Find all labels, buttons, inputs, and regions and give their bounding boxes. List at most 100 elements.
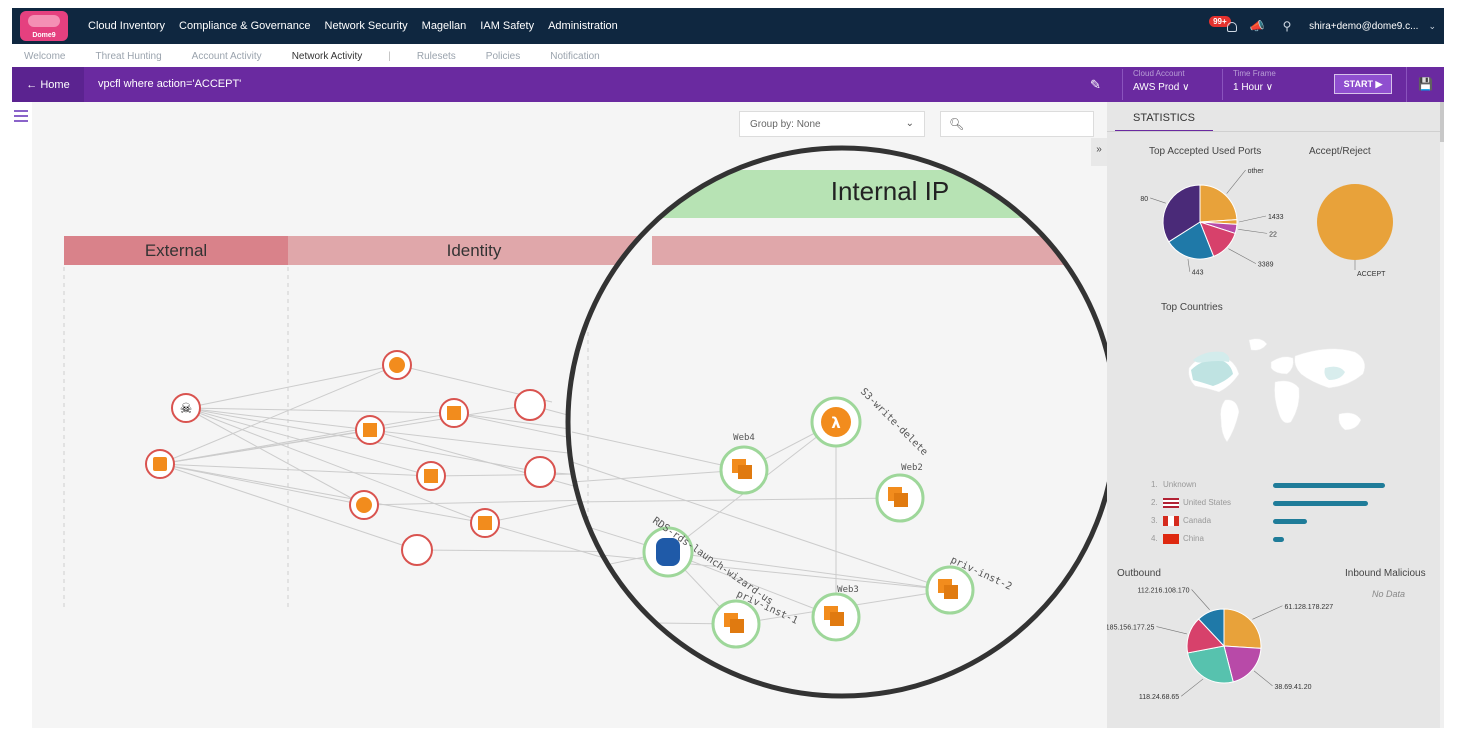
pie-label-leader — [1181, 678, 1204, 697]
zone-external-header — [64, 236, 288, 265]
pie-label: 185.156.177.25 — [1107, 625, 1155, 632]
map-united-states — [1191, 359, 1233, 386]
instance-icon — [894, 493, 908, 507]
chevron-down-icon[interactable]: ⌄ — [1428, 20, 1436, 31]
tab-account-activity[interactable]: Account Activity — [191, 50, 262, 62]
web4-label: Web4 — [733, 433, 755, 443]
inbound-no-data: No Data — [1372, 589, 1406, 599]
accept-reject-pie-chart: ACCEPT — [1317, 184, 1393, 278]
group-by-select[interactable]: Group by: None ⌄ — [739, 111, 925, 137]
logo-text: Dome9 — [32, 32, 56, 39]
org-hierarchy-icon[interactable]: ⚲ — [1282, 19, 1292, 33]
identity-node-empty[interactable] — [524, 456, 556, 488]
malicious-node[interactable] — [171, 393, 201, 423]
pie-label-leader — [1252, 605, 1283, 620]
pie-slice-61.128.178.227[interactable] — [1223, 608, 1262, 649]
instance-icon — [830, 612, 844, 626]
tab-separator: | — [388, 50, 391, 62]
tab-notification[interactable]: Notification — [550, 50, 600, 62]
instance-icon — [447, 406, 461, 420]
accept-reject-title: Accept/Reject — [1309, 146, 1371, 157]
pie-label: 80 — [1140, 196, 1148, 203]
map-china — [1324, 366, 1345, 380]
collapse-panel-button[interactable]: » — [1091, 138, 1107, 166]
cloud-account-selector[interactable]: Cloud Account AWS Prod ∨ — [1122, 69, 1222, 100]
identity-node-empty[interactable] — [401, 534, 433, 566]
magnifier-lens: Internal IP λ S3-write-delete Web4 Web2 … — [565, 145, 1107, 699]
notifications-button[interactable]: 99+ — [1209, 16, 1239, 36]
nav-compliance-governance[interactable]: Compliance & Governance — [179, 20, 311, 32]
nav-administration[interactable]: Administration — [548, 20, 618, 32]
top-right-controls: 99+ 📣 ⚲ shira+demo@dome9.c... ⌄ — [1209, 8, 1436, 44]
flag-cn-icon — [1163, 534, 1179, 544]
time-frame-label: Time Frame — [1233, 69, 1276, 78]
zone-identity-magnified — [652, 236, 1072, 265]
world-map — [1188, 338, 1365, 443]
save-icon[interactable]: 💾 — [1406, 67, 1444, 102]
country-name: China — [1183, 534, 1204, 543]
start-button[interactable]: START ▶ — [1334, 74, 1392, 94]
country-bar — [1273, 483, 1385, 488]
nav-magellan[interactable]: Magellan — [421, 20, 467, 32]
pie-label: ACCEPT — [1357, 271, 1386, 278]
tab-welcome[interactable]: Welcome — [24, 50, 66, 62]
country-row: 3.Canada — [1151, 514, 1431, 528]
time-frame-selector[interactable]: Time Frame 1 Hour ∨ — [1222, 69, 1322, 100]
country-row: 2.United States — [1151, 496, 1431, 510]
tab-rulesets[interactable]: Rulesets — [416, 50, 456, 62]
graph-search-input[interactable]: 🔍︎ — [940, 111, 1094, 137]
tab-policies[interactable]: Policies — [485, 50, 521, 62]
bell-icon — [1227, 22, 1238, 32]
country-bar — [1273, 501, 1368, 506]
notification-count-badge: 99+ — [1209, 16, 1231, 27]
sub-navigation: Welcome Threat Hunting Account Activity … — [12, 44, 1444, 69]
scrollbar-track[interactable] — [1440, 102, 1444, 728]
pie-slice-112.216.108.170[interactable] — [1197, 608, 1225, 648]
pie-label: 61.128.178.227 — [1284, 604, 1333, 611]
dome9-logo[interactable]: Dome9 — [20, 11, 68, 41]
megaphone-icon[interactable]: 📣 — [1249, 19, 1265, 33]
service-icon — [153, 457, 167, 471]
pie-label-leader — [1191, 589, 1210, 610]
instance-icon — [363, 423, 377, 437]
pie-label: 1433 — [1268, 214, 1284, 221]
edit-pencil-icon[interactable]: ✎ — [1090, 77, 1101, 92]
lambda-icon — [821, 407, 851, 437]
top-countries-title: Top Countries — [1161, 302, 1223, 313]
service-icon — [356, 497, 372, 513]
tab-network-activity[interactable]: Network Activity — [287, 47, 367, 69]
home-button[interactable]: ← Home — [12, 67, 84, 102]
tab-statistics[interactable]: STATISTICS — [1115, 108, 1213, 132]
instance-icon — [738, 465, 752, 479]
nav-network-security[interactable]: Network Security — [324, 20, 408, 32]
country-rank: 4. — [1151, 534, 1158, 543]
instance-icon — [944, 585, 958, 599]
nav-iam-safety[interactable]: IAM Safety — [480, 20, 535, 32]
hamburger-menu-icon[interactable] — [14, 110, 28, 125]
scrollbar-thumb[interactable] — [1440, 102, 1444, 142]
pie-slice-38.69.41.20[interactable] — [1223, 645, 1262, 683]
pie-label-leader — [1228, 248, 1257, 264]
pie-label: other — [1248, 168, 1265, 175]
pie-slice-ACCEPT[interactable] — [1317, 184, 1393, 260]
pie-slice-other[interactable] — [1199, 184, 1238, 223]
pie-slice-443[interactable] — [1168, 221, 1215, 260]
user-email[interactable]: shira+demo@dome9.c... — [1309, 20, 1419, 32]
network-graph-canvas[interactable]: External Identity ☠ — [32, 102, 1107, 728]
identity-nodes — [349, 350, 556, 566]
query-input[interactable]: vpcfl where action='ACCEPT' — [98, 78, 242, 90]
country-row: 4. China — [1151, 532, 1431, 546]
nav-cloud-inventory[interactable]: Cloud Inventory — [88, 20, 166, 32]
tab-threat-hunting[interactable]: Threat Hunting — [95, 50, 162, 62]
pie-slice-80[interactable] — [1162, 184, 1201, 243]
pie-label-leader — [1238, 215, 1267, 223]
identity-node-empty[interactable] — [514, 389, 546, 421]
pie-label: 3389 — [1258, 262, 1274, 269]
pie-label: 443 — [1192, 270, 1204, 277]
country-rank: 3. — [1151, 516, 1158, 525]
cloud-account-label: Cloud Account — [1133, 69, 1185, 78]
top-ports-title: Top Accepted Used Ports — [1149, 146, 1262, 157]
pie-slice-118.24.68.65[interactable] — [1187, 645, 1234, 684]
